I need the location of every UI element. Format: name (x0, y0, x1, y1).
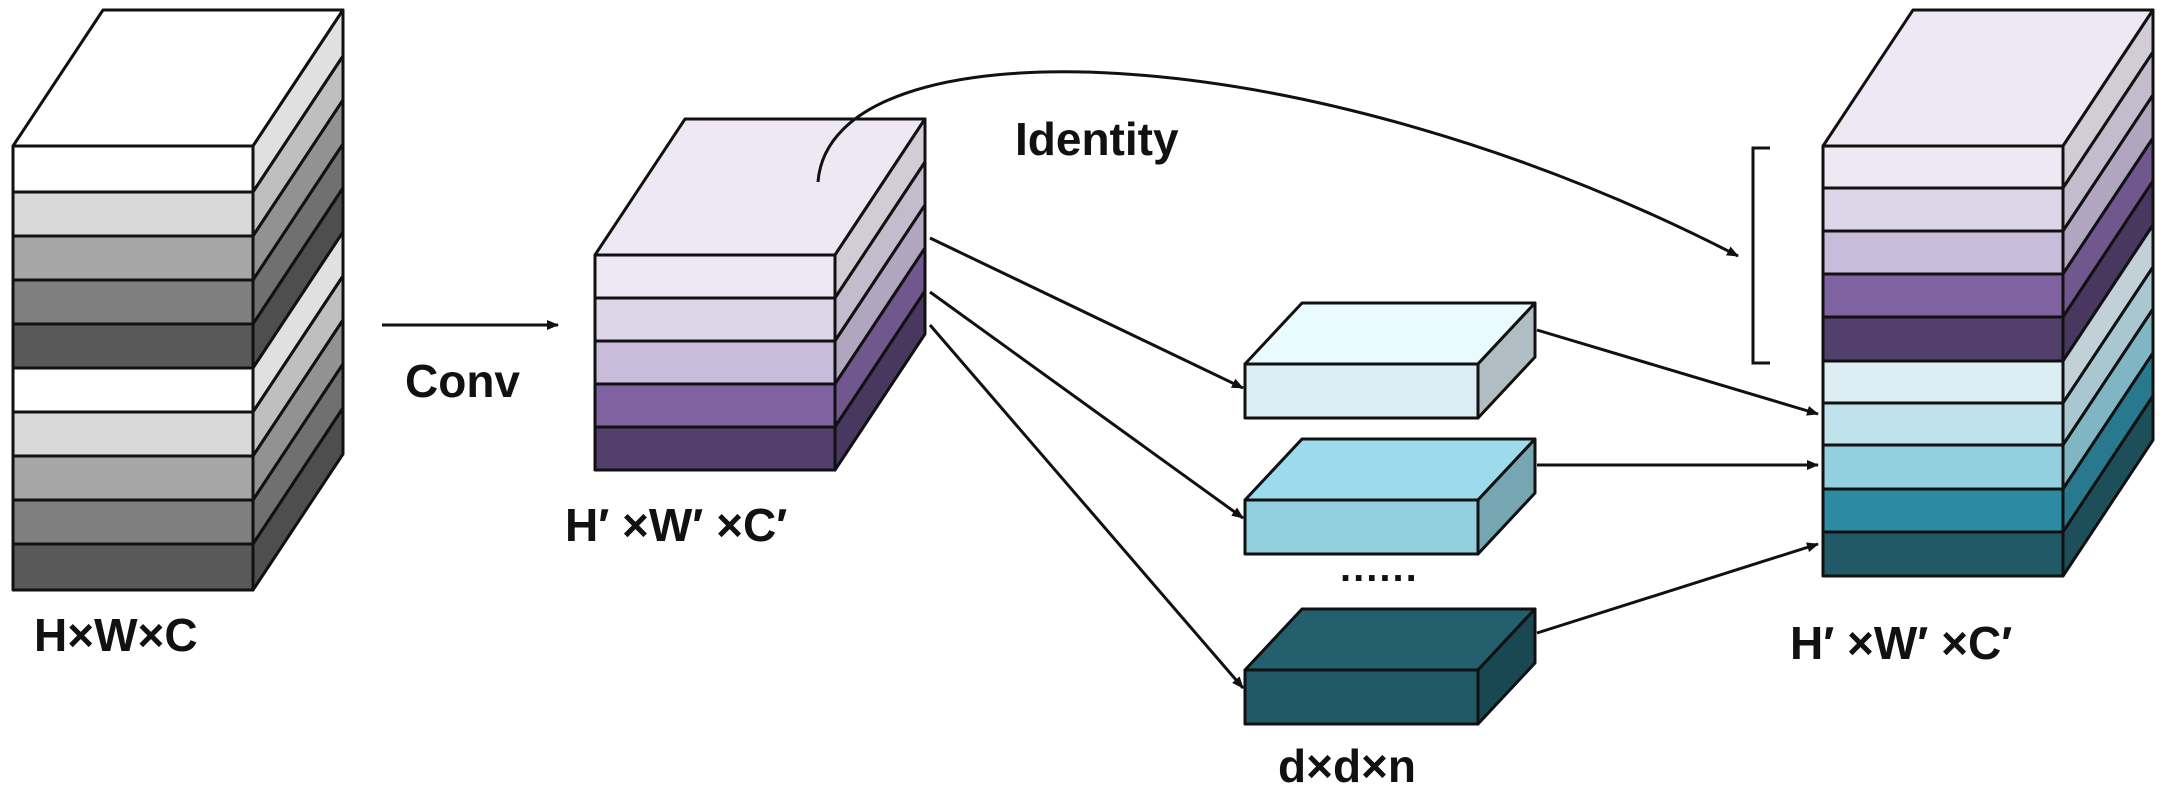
arrows (382, 70, 1819, 689)
input-layer-front (11, 498, 255, 546)
mid-layer-front (593, 382, 837, 429)
branch-block-n-front (1243, 668, 1480, 726)
output-layer-front (1821, 530, 2065, 578)
input-feature-stack (11, 8, 345, 592)
output-layer-front (1821, 186, 2065, 233)
to-branch-1-arrow (929, 236, 1244, 390)
output-layer-front (1821, 144, 2065, 190)
mid-dims-label: H′ ×W′ ×C′ (565, 499, 788, 551)
input-layer-front (11, 454, 255, 502)
output-layer-front (1821, 443, 2065, 491)
conv-label: Conv (405, 355, 520, 407)
output-layer-front (1821, 229, 2065, 276)
to-branch-2-arrow (929, 290, 1244, 520)
input-layer-front (11, 410, 255, 458)
output-layer-front (1821, 487, 2065, 534)
branch-block-1-side (1476, 301, 1537, 420)
mid-layer-front (593, 425, 837, 472)
input-layer-front (11, 542, 255, 592)
mid-layer-front (593, 296, 837, 343)
output-feature-stack (1821, 8, 2155, 578)
input-layer-side (251, 406, 345, 592)
conv-feature-stack (593, 117, 927, 472)
input-layer-front (11, 366, 255, 414)
input-layer-front (11, 278, 255, 326)
input-layer-front (11, 322, 255, 370)
identity-bracket (1751, 146, 1770, 365)
branch-blocks (1243, 301, 1537, 726)
output-dims-label: H′ ×W′ ×C′ (1790, 617, 2013, 669)
mid-layer-side (833, 289, 927, 472)
identity-label: Identity (1015, 113, 1179, 165)
from-branch-1-arrow (1536, 328, 1819, 416)
output-layer-front (1821, 401, 2065, 447)
to-branch-n-arrow (928, 324, 1245, 689)
output-layer-side (2061, 394, 2155, 578)
input-dims-label: H×W×C (34, 609, 198, 661)
mid-layer-front (593, 253, 837, 300)
output-layer-front (1821, 272, 2065, 319)
input-layer-front (11, 190, 255, 238)
input-layer-front (11, 234, 255, 282)
ellipsis-label: ...... (1340, 546, 1419, 590)
input-layer-front (11, 144, 255, 194)
output-layer-front (1821, 315, 2065, 363)
branch-block-1-front (1243, 362, 1480, 420)
identity-arrow (816, 70, 1739, 258)
branch-block-2-side (1476, 437, 1537, 556)
branch-block-n-side (1476, 607, 1537, 726)
output-layer-front (1821, 359, 2065, 405)
from-branch-n-arrow (1536, 542, 1819, 635)
mid-layer-front (593, 339, 837, 386)
branch-dims-label: d×d×n (1278, 740, 1417, 792)
